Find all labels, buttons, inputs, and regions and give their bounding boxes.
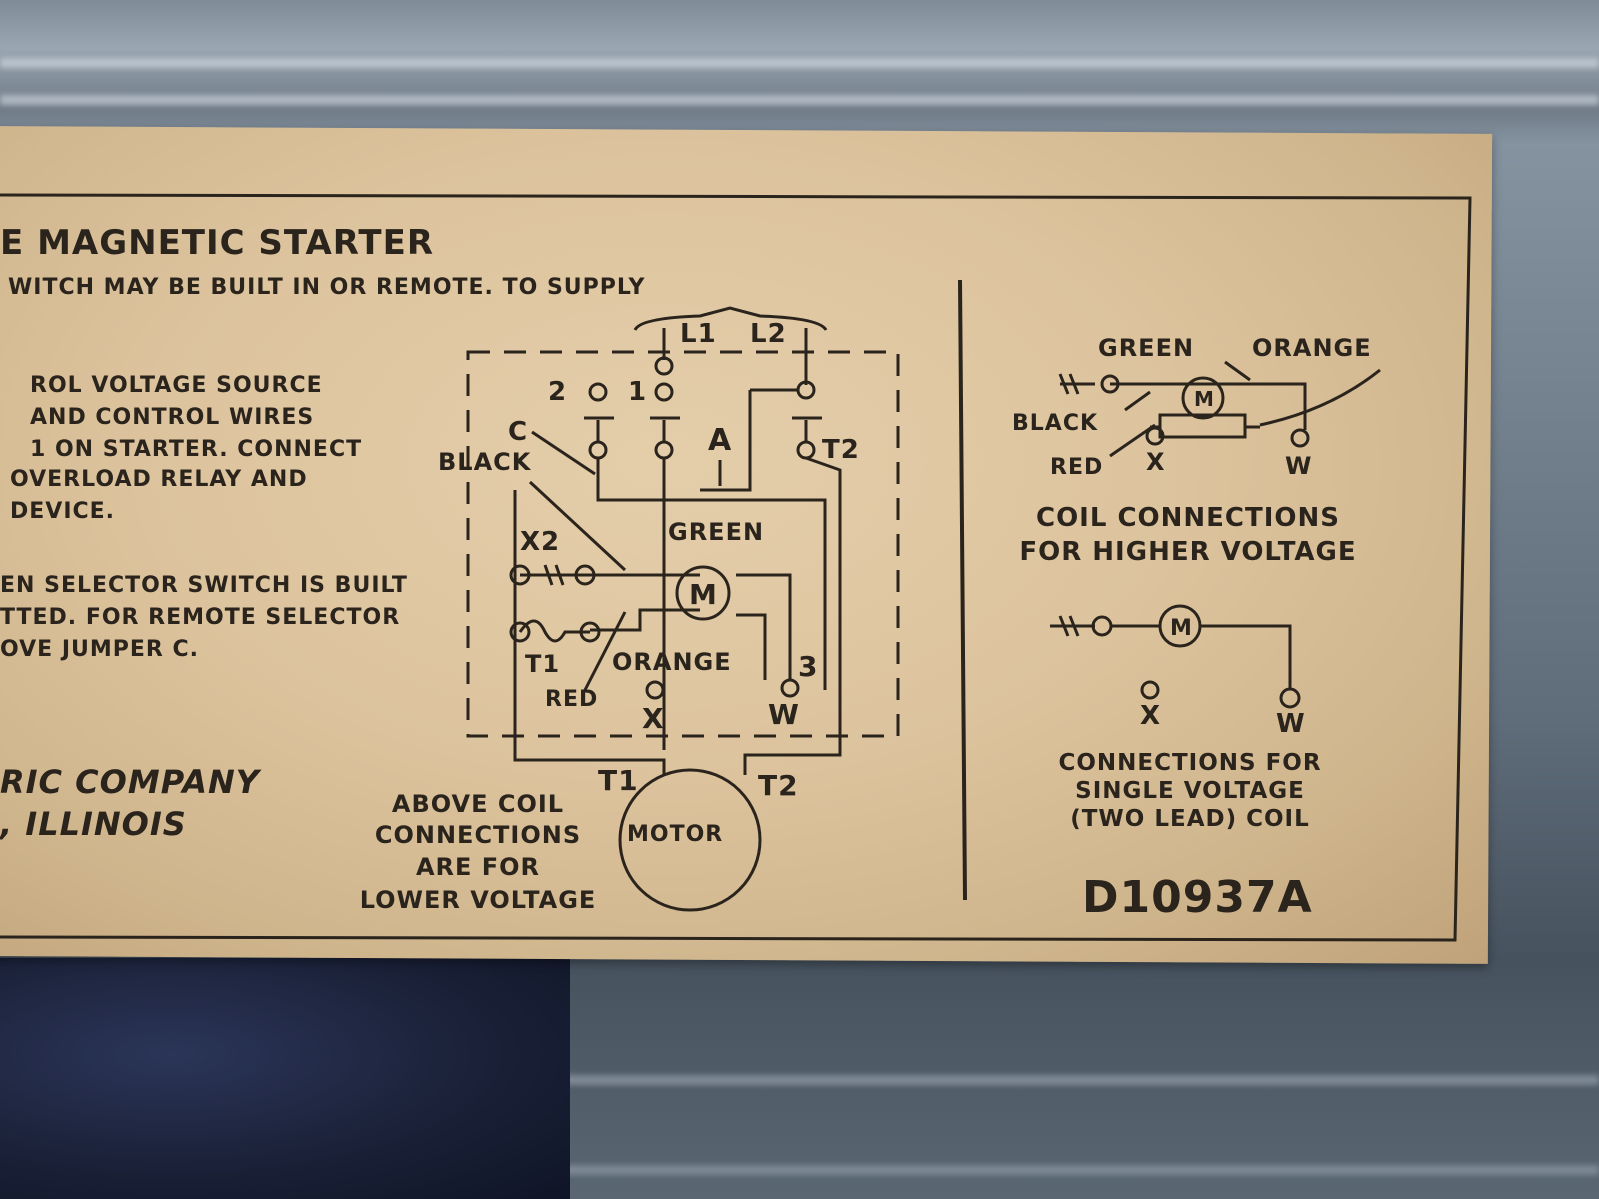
sv-caption-line: (TWO LEAD) COIL: [1070, 806, 1310, 832]
lower-note-line: ABOVE COIL: [392, 790, 564, 818]
label-x-terminal: X: [642, 702, 665, 735]
instruction-line: TTED. FOR REMOTE SELECTOR: [0, 605, 400, 630]
instruction-line: DEVICE.: [10, 499, 115, 524]
terminal-node: [654, 356, 674, 376]
label-jumper-c: C: [508, 417, 528, 447]
label-l2: L2: [750, 319, 787, 349]
housing-highlight: [0, 1165, 1599, 1175]
hv-label-coil-m: M: [1194, 387, 1215, 411]
starter-enclosure: [466, 350, 900, 738]
label-black-wire: BLACK: [438, 448, 532, 476]
sv-caption-line: SINGLE VOLTAGE: [1075, 778, 1305, 804]
sv-label-coil-m: M: [1170, 616, 1193, 641]
sv-label-x: X: [1140, 701, 1161, 731]
instruction-line: AND CONTROL WIRES: [30, 405, 314, 430]
instruction-line: ROL VOLTAGE SOURCE: [30, 373, 323, 398]
label-3: 3: [798, 650, 818, 683]
lower-note-line: ARE FOR: [416, 853, 540, 881]
instruction-line: 1 ON STARTER. CONNECT: [30, 437, 362, 462]
hv-label-black: BLACK: [1012, 411, 1098, 436]
coil-symbol: [675, 565, 731, 621]
hv-label-w: W: [1285, 452, 1312, 480]
hv-label-red: RED: [1050, 455, 1103, 480]
company-location: , ILLINOIS: [0, 805, 187, 843]
label-motor-t1: T1: [598, 764, 639, 797]
label-t1-small: T1: [525, 650, 560, 678]
housing-highlight: [0, 1075, 1599, 1085]
hv-label-orange: ORANGE: [1252, 334, 1372, 362]
label-green-wire: GREEN: [668, 518, 764, 546]
hv-label-x: X: [1146, 448, 1166, 476]
part-number: D10937A: [1082, 872, 1313, 923]
label-a: A: [708, 423, 732, 458]
label-w-terminal: W: [768, 698, 800, 731]
hv-caption-line: FOR HIGHER VOLTAGE: [1019, 537, 1356, 567]
label-orange-wire: ORANGE: [612, 648, 732, 676]
label-coil-m: M: [689, 578, 718, 611]
hv-label-green: GREEN: [1098, 334, 1194, 362]
instruction-line: OVERLOAD RELAY AND: [10, 467, 308, 492]
hv-caption-line: COIL CONNECTIONS: [1036, 503, 1340, 533]
label-red-wire: RED: [545, 687, 598, 712]
lower-note-line: LOWER VOLTAGE: [360, 886, 597, 914]
header-subtitle: WITCH MAY BE BUILT IN OR REMOTE. TO SUPP…: [8, 275, 645, 300]
label-t2-top: T2: [822, 435, 860, 465]
label-motor-t2: T2: [758, 769, 799, 802]
motor-symbol: [618, 768, 762, 912]
housing-highlight: [0, 95, 1599, 105]
supply-brace: [633, 306, 828, 331]
housing-highlight: [0, 58, 1599, 68]
label-border: [0, 193, 1472, 942]
label-motor: MOTOR: [627, 822, 723, 847]
panel-divider: [958, 279, 967, 901]
label-x2: X2: [520, 527, 560, 557]
electrical-tape: [0, 958, 570, 1199]
label-terminal-2: 2: [548, 377, 567, 407]
instruction-line: EN SELECTOR SWITCH IS BUILT: [0, 573, 408, 598]
label-terminal-1: 1: [628, 377, 647, 407]
label-l1: L1: [680, 319, 717, 349]
sv-caption-line: CONNECTIONS FOR: [1058, 750, 1321, 776]
lower-note-line: CONNECTIONS: [375, 821, 581, 849]
sv-label-w: W: [1276, 709, 1306, 739]
instruction-line: OVE JUMPER C.: [0, 637, 199, 662]
company-name: RIC COMPANY: [0, 763, 262, 801]
header-title: E MAGNETIC STARTER: [0, 223, 434, 263]
